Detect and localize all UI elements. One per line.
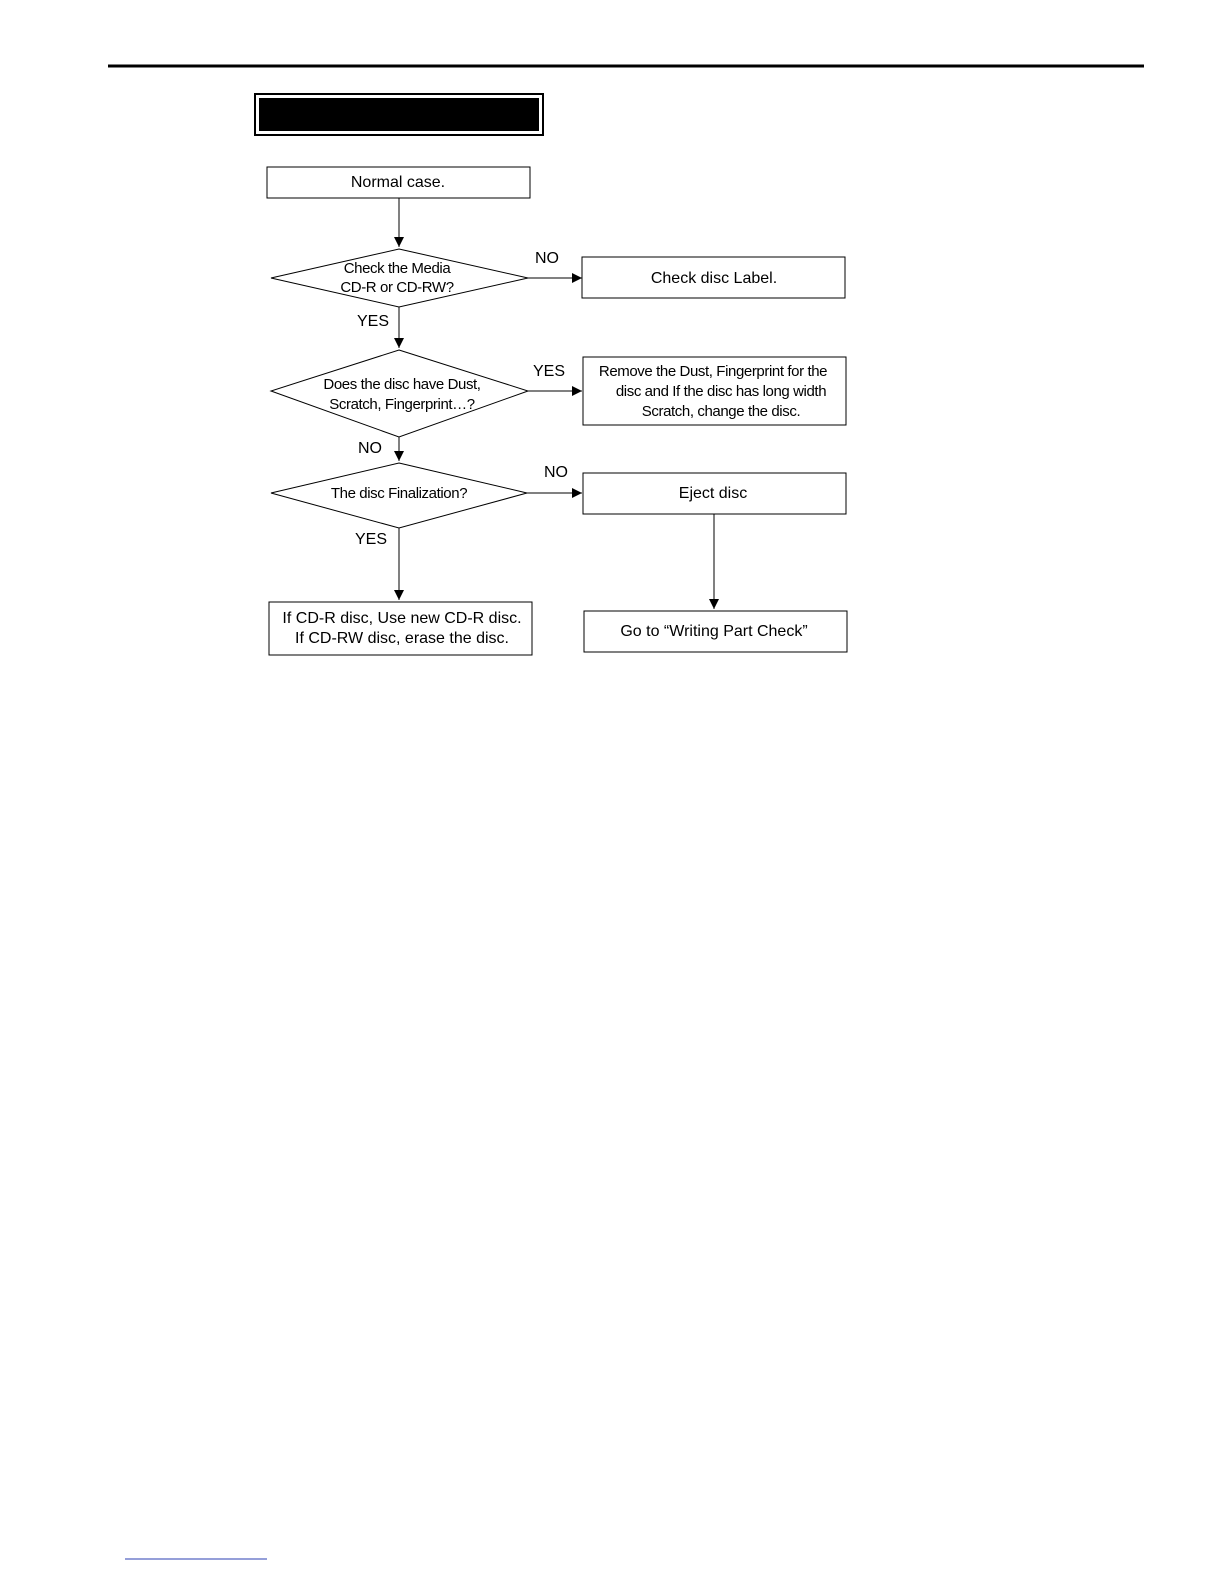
check-label-box: Check disc Label. [581, 256, 846, 299]
start-label: Normal case. [351, 174, 445, 191]
eject-box: Eject disc [582, 472, 847, 515]
decision-dust-line2: Scratch, Fingerprint…? [329, 396, 474, 413]
new-disc-box: If CD-R disc, Use new CD-R disc. If CD-R… [268, 601, 533, 656]
branch-dust-no: NO [358, 440, 382, 457]
new-disc-line2: If CD-RW disc, erase the disc. [295, 630, 509, 647]
decision-dust: Does the disc have Dust, Scratch, Finger… [269, 349, 530, 438]
branch-dust-yes: YES [533, 363, 565, 380]
branch-media-yes: YES [357, 313, 389, 330]
goto-writing-box: Go to “Writing Part Check” [583, 610, 848, 653]
section-title-bar [254, 93, 544, 136]
eject-label: Eject disc [679, 485, 747, 502]
remove-dust-line3: Scratch, change the disc. [642, 403, 800, 420]
branch-final-yes: YES [355, 531, 387, 548]
remove-dust-line2: disc and If the disc has long width [616, 383, 826, 400]
decision-check-media-line1: Check the Media [344, 260, 452, 277]
decision-dust-line1: Does the disc have Dust, [323, 376, 480, 393]
decision-finalization: The disc Finalization? [270, 462, 528, 529]
check-label-text: Check disc Label. [651, 270, 777, 287]
start-box: Normal case. [266, 166, 531, 199]
goto-writing-label: Go to “Writing Part Check” [620, 623, 807, 640]
decision-check-media-line2: CD-R or CD-RW? [340, 279, 453, 296]
decision-check-media: Check the Media CD-R or CD-RW? [270, 248, 529, 308]
branch-final-no: NO [544, 464, 568, 481]
branch-media-no: NO [535, 250, 559, 267]
remove-dust-box: Remove the Dust, Fingerprint for the dis… [582, 356, 847, 426]
decision-finalization-label: The disc Finalization? [331, 485, 467, 502]
new-disc-line1: If CD-R disc, Use new CD-R disc. [282, 610, 521, 627]
remove-dust-line1: Remove the Dust, Fingerprint for the [599, 363, 827, 380]
